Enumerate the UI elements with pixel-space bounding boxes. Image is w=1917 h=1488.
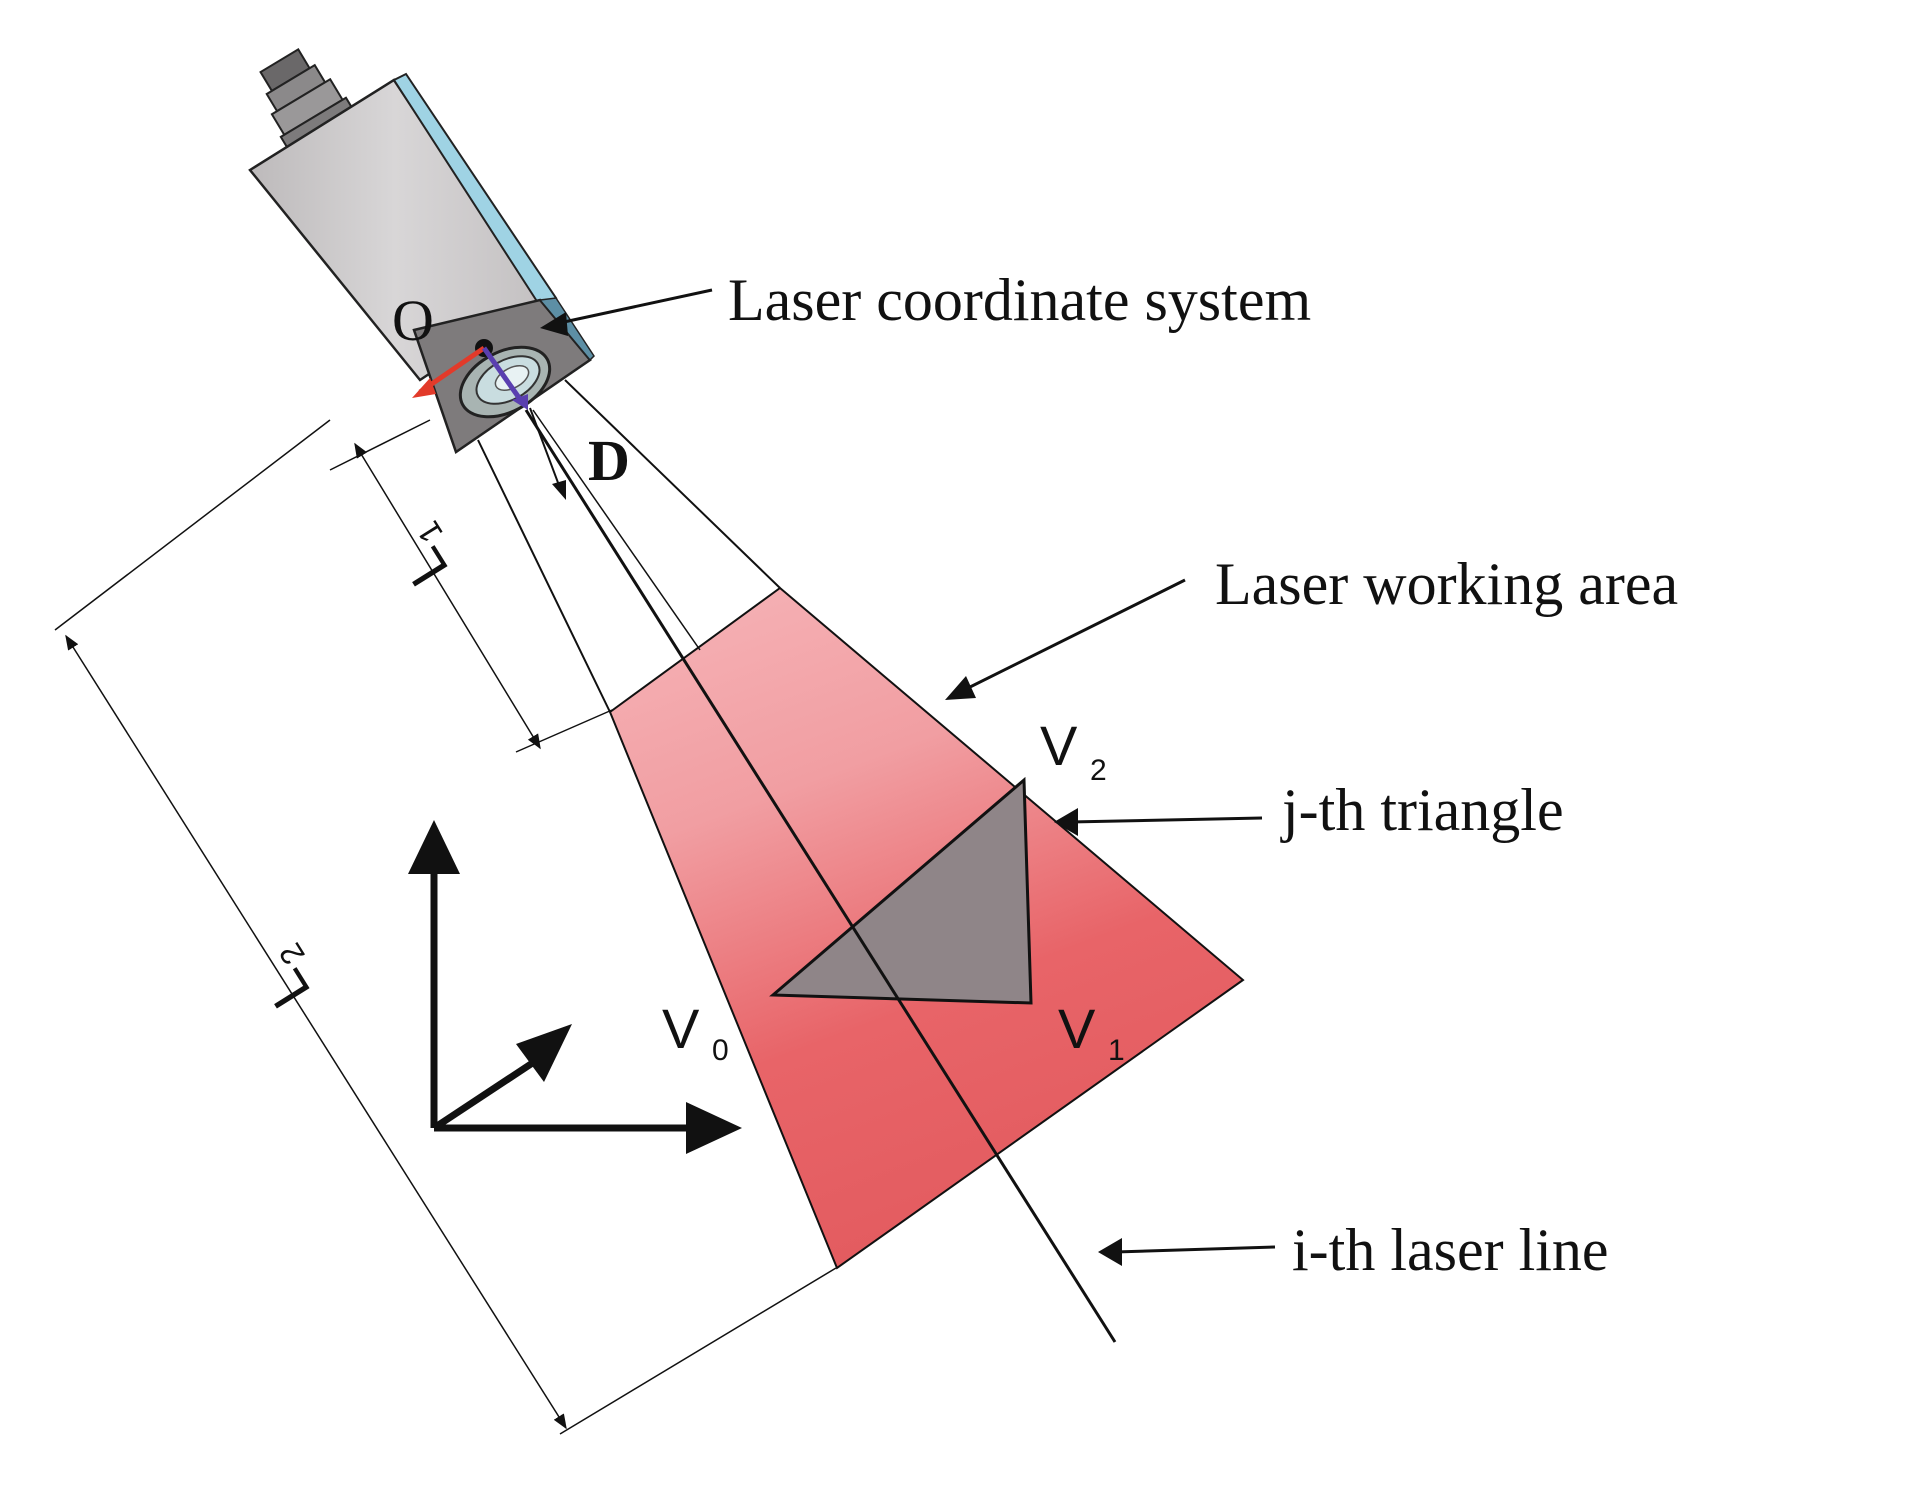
label-L2: L 2 xyxy=(252,937,322,1019)
jth-triangle-shape xyxy=(769,776,1033,1005)
svg-text:V: V xyxy=(1058,997,1096,1060)
label-laser-working-area: Laser working area xyxy=(1215,551,1678,617)
3d-axes-icon xyxy=(408,820,742,1154)
label-V1: V 1 xyxy=(1058,997,1125,1067)
svg-text:2: 2 xyxy=(1090,754,1107,787)
direction-arrow xyxy=(529,407,561,489)
label-V0: V 0 xyxy=(662,997,729,1067)
callout-arrow-working-area xyxy=(959,578,1186,694)
label-origin-O: O xyxy=(392,288,434,353)
origin-z-axis xyxy=(481,346,525,404)
callout-arrow-triangle xyxy=(1069,816,1263,824)
beam-right-edge xyxy=(564,379,781,589)
label-L1: L 1 xyxy=(390,515,460,597)
laser-sensor-icon xyxy=(248,48,595,454)
label-V2: V 2 xyxy=(1040,714,1107,787)
label-laser-coordinate-system: Laser coordinate system xyxy=(728,267,1311,333)
label-direction-D: D xyxy=(588,428,630,493)
laser-line-doubled xyxy=(532,409,701,651)
dimension-l2 xyxy=(54,419,837,1435)
svg-text:V: V xyxy=(662,997,700,1060)
svg-text:1: 1 xyxy=(1108,1034,1125,1067)
callout-arrow-laser-line xyxy=(1114,1245,1276,1254)
label-jth-triangle: j-th triangle xyxy=(1280,777,1564,843)
label-ith-laser-line: i-th laser line xyxy=(1292,1217,1609,1283)
svg-text:0: 0 xyxy=(712,1034,729,1067)
callout-arrow-coordinate-system xyxy=(549,288,713,327)
ith-laser-line xyxy=(524,409,1117,1343)
svg-text:V: V xyxy=(1040,714,1078,777)
dimension-l1 xyxy=(329,419,613,753)
